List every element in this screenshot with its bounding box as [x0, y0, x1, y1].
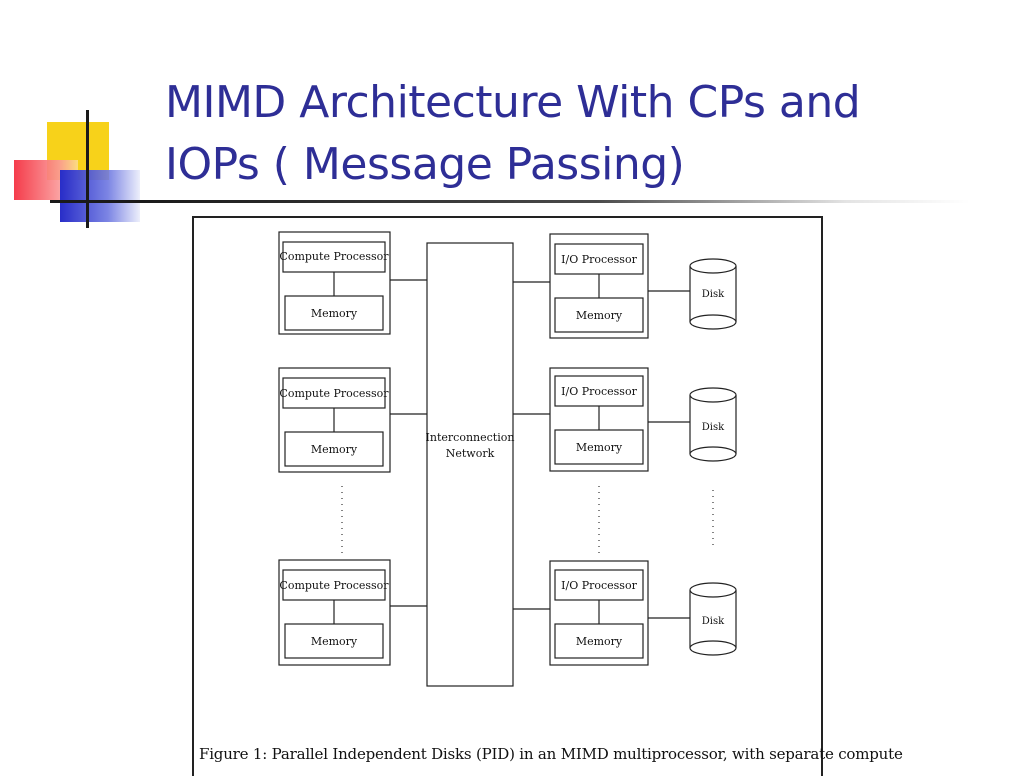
- memory-label: Memory: [311, 443, 358, 456]
- architecture-diagram: Interconnection Network Compute Processo…: [278, 231, 737, 687]
- disk-cylinder: Disk: [689, 582, 737, 656]
- compute-processor-box: [282, 377, 386, 409]
- memory-box: [284, 431, 384, 467]
- disk-label: Disk: [702, 616, 725, 627]
- memory-box: [284, 623, 384, 659]
- title-underline: [140, 200, 970, 203]
- memory-box: [554, 297, 644, 333]
- memory-label: Memory: [576, 441, 623, 454]
- compute-node-3: Compute Processor Memory: [278, 559, 427, 666]
- io-processor-box: [554, 375, 644, 407]
- network-label-line-2: Network: [446, 447, 495, 460]
- disk-label: Disk: [702, 289, 725, 300]
- memory-box: [284, 295, 384, 331]
- disk-cylinder: Disk: [689, 258, 737, 330]
- compute-processor-box: [282, 241, 386, 273]
- memory-label: Memory: [576, 635, 623, 648]
- slide-title-line-2: IOPs ( Message Passing): [165, 139, 685, 190]
- compute-node-1: Compute Processor Memory: [278, 231, 427, 335]
- memory-label: Memory: [311, 307, 358, 320]
- disk-label: Disk: [702, 422, 725, 433]
- memory-box: [554, 623, 644, 659]
- slide-title: MIMD Architecture With CPs and IOPs ( Me…: [165, 72, 985, 196]
- decor-horizontal-line: [50, 200, 150, 203]
- io-processor-label: I/O Processor: [561, 579, 637, 592]
- interconnection-network-box: [426, 242, 514, 687]
- io-node-2: I/O Processor Memory Disk: [513, 367, 737, 472]
- figure-frame: Interconnection Network Compute Processo…: [192, 216, 903, 776]
- memory-box: [554, 429, 644, 465]
- disk-cylinder: Disk: [689, 387, 737, 462]
- memory-label: Memory: [311, 635, 358, 648]
- io-node-1: I/O Processor Memory Disk: [513, 233, 737, 339]
- compute-processor-label: Compute Processor: [279, 250, 389, 263]
- io-processor-label: I/O Processor: [561, 253, 637, 266]
- figure-caption: Figure 1: Parallel Independent Disks (PI…: [199, 745, 903, 763]
- io-processor-label: I/O Processor: [561, 385, 637, 398]
- compute-processor-label: Compute Processor: [279, 387, 389, 400]
- compute-node-2: Compute Processor Memory: [278, 367, 427, 473]
- decor-vertical-line: [86, 110, 89, 228]
- memory-label: Memory: [576, 309, 623, 322]
- decor-blue-square: [60, 170, 140, 222]
- slide-title-line-1: MIMD Architecture With CPs and: [165, 77, 861, 128]
- io-node-3: I/O Processor Memory Disk: [513, 560, 737, 666]
- network-label-line-1: Interconnection: [426, 431, 515, 444]
- compute-processor-label: Compute Processor: [279, 579, 389, 592]
